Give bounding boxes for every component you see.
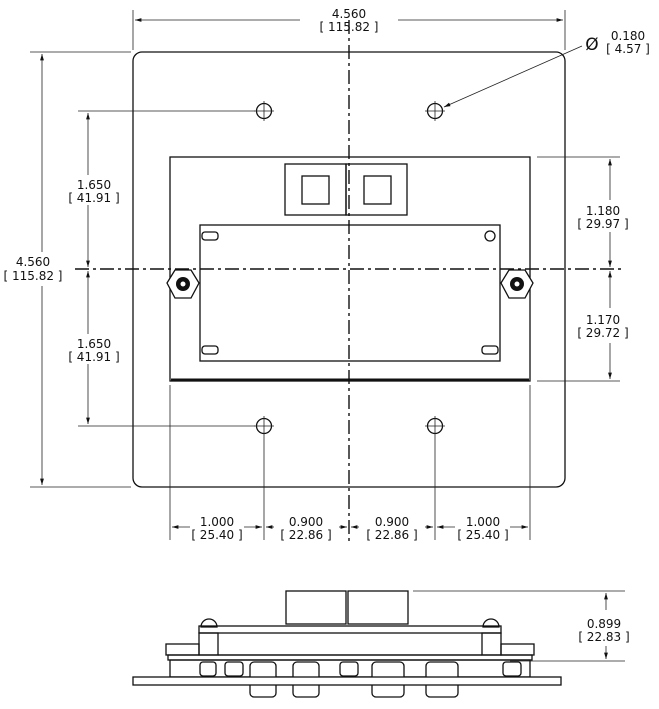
hex-nut-right — [500, 269, 534, 299]
dim-text: 0.900 — [289, 515, 323, 529]
hex-nut-left — [166, 269, 200, 299]
dim-text: 4.560 — [332, 7, 366, 21]
side-faceplate — [132, 676, 562, 686]
dim-text: 0.900 — [375, 515, 409, 529]
diameter-symbol: Ø — [585, 35, 598, 55]
dim-text: [ 22.83 ] — [578, 630, 629, 644]
dimension-side-height: 0.899 [ 22.83 ] — [413, 590, 630, 662]
dim-text: 0.899 — [587, 617, 621, 631]
dimension-top: 4.560 [ 115.82 ] — [132, 7, 566, 50]
dim-text: 1.000 — [466, 515, 500, 529]
dim-text: [ 22.86 ] — [280, 528, 331, 542]
dim-text: 1.170 — [586, 313, 620, 327]
dim-text: 1.180 — [586, 204, 620, 218]
dim-text: [ 29.72 ] — [577, 326, 628, 340]
dim-text: [ 25.40 ] — [457, 528, 508, 542]
dimension-right: 1.180 [ 29.97 ] 1.170 [ 29.72 ] — [537, 156, 629, 382]
dim-text: [ 115.82 ] — [4, 269, 63, 283]
dim-text: 1.650 — [77, 178, 111, 192]
standoffs — [201, 230, 499, 355]
dim-text: 1.000 — [200, 515, 234, 529]
dimension-left-holes: 1.650 [ 41.91 ] 1.650 [ 41.91 ] — [68, 110, 255, 427]
dim-text: [ 115.82 ] — [320, 20, 379, 34]
dim-text: 1.650 — [77, 337, 111, 351]
dim-text: [ 41.91 ] — [68, 350, 119, 364]
dimension-bottom: 1.000 [ 25.40 ] 0.900 [ 22.86 ] 0.900 [ … — [169, 385, 531, 542]
dim-text: [ 22.86 ] — [366, 528, 417, 542]
dim-text: [ 4.57 ] — [606, 42, 650, 56]
mounting-holes — [254, 101, 445, 436]
dimension-left-overall: 4.560 [ 115.82 ] — [4, 51, 131, 488]
dim-text: [ 25.40 ] — [191, 528, 242, 542]
dim-text: [ 29.97 ] — [577, 217, 628, 231]
dim-text: 0.180 — [611, 29, 645, 43]
side-view — [132, 590, 562, 698]
ports — [284, 163, 408, 216]
dim-text: 4.560 — [16, 255, 50, 269]
dim-text: [ 41.91 ] — [68, 191, 119, 205]
pcb — [199, 224, 501, 362]
front-view — [75, 20, 625, 545]
hole-diameter-callout: Ø 0.180 [ 4.57 ] — [443, 29, 650, 108]
